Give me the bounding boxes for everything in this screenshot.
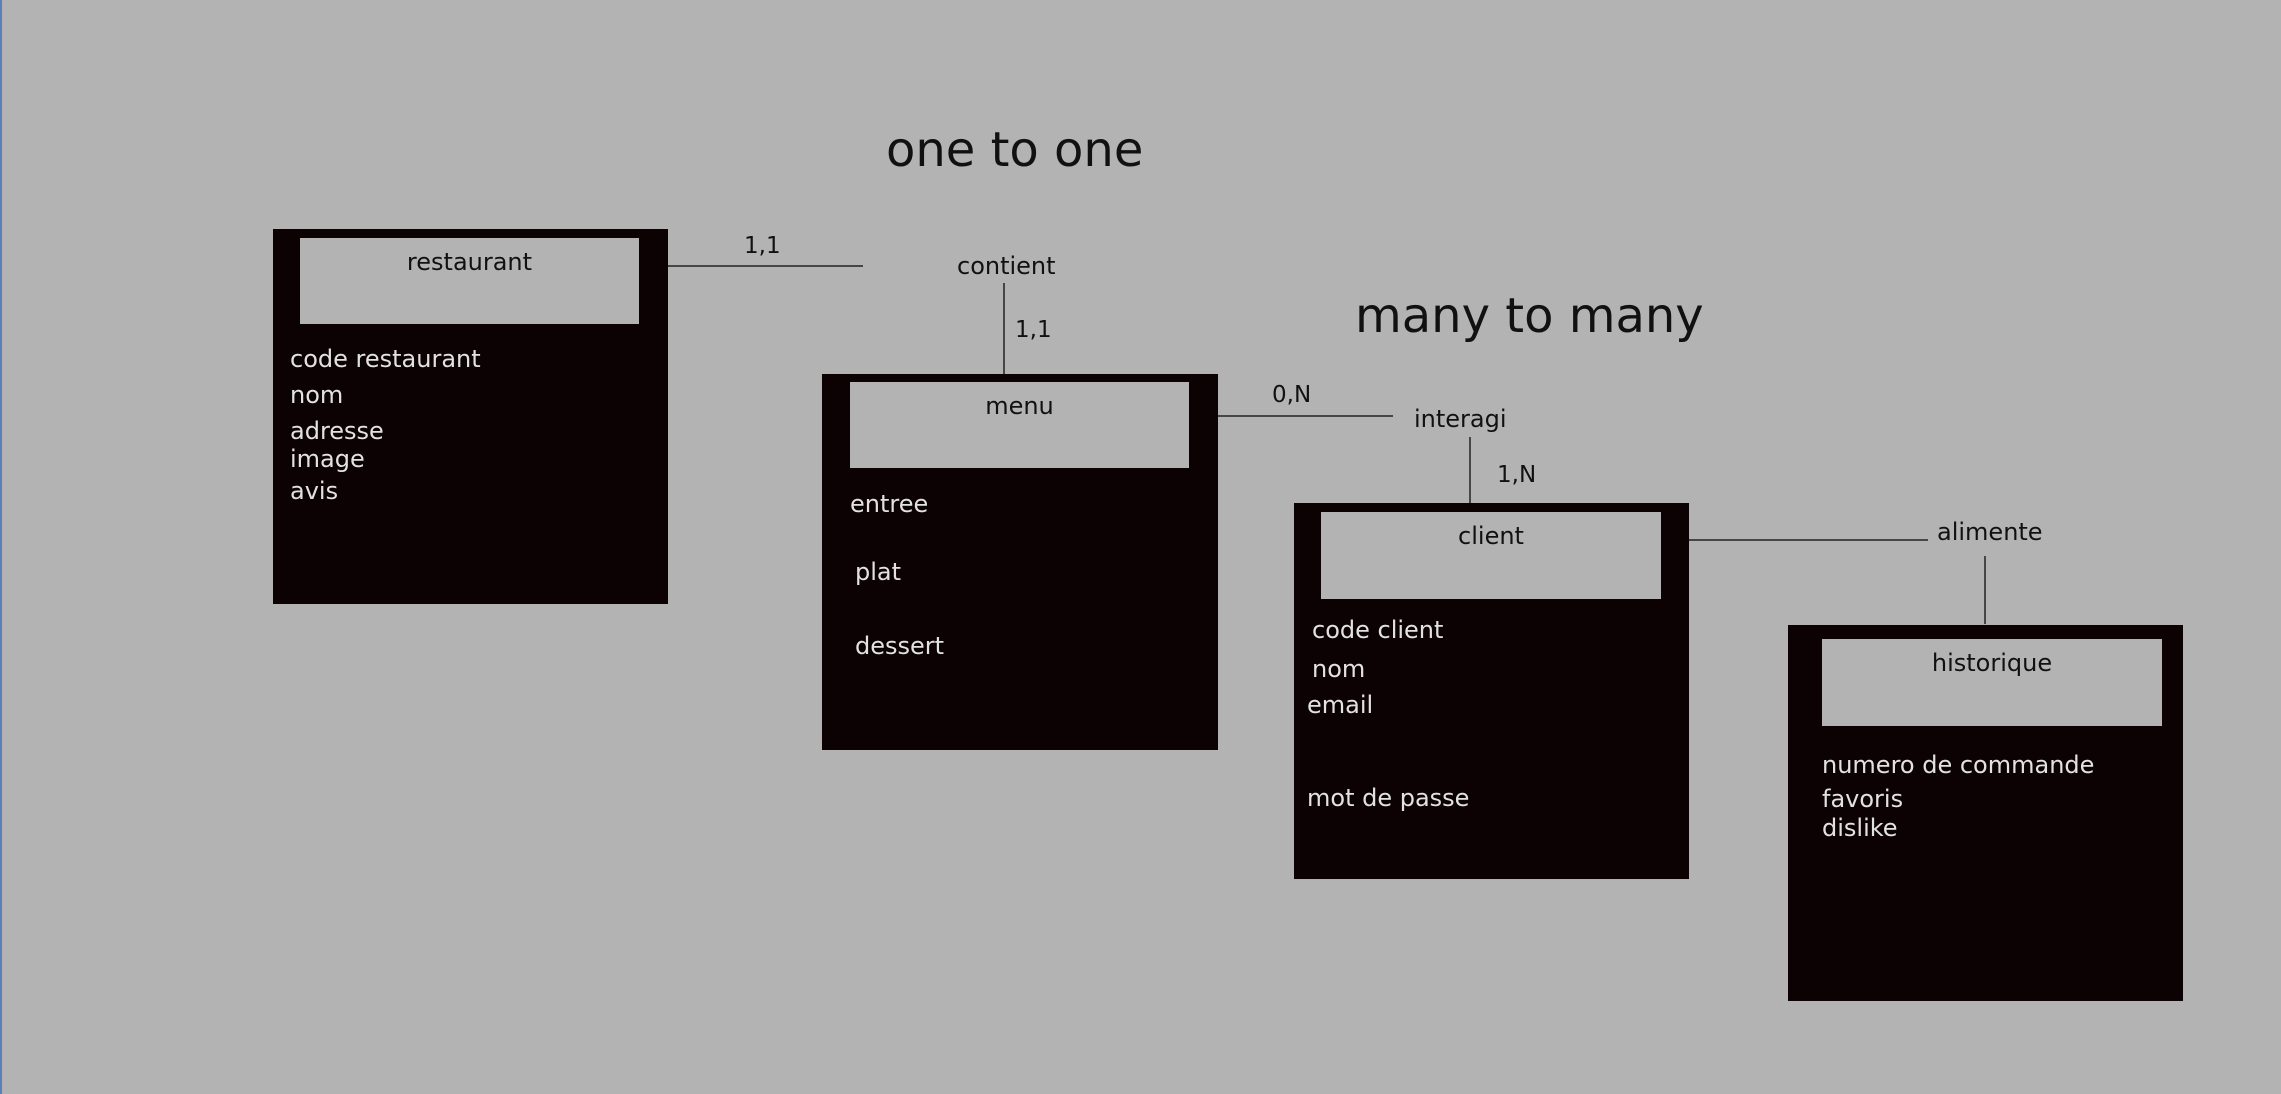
attribute-favoris: favoris — [1822, 785, 1904, 813]
entity-restaurant-header: restaurant — [300, 238, 639, 324]
title-many-to-many: many to many — [1355, 288, 1704, 344]
entity-menu: menu entree plat dessert — [822, 374, 1218, 750]
entity-menu-name: menu — [985, 392, 1054, 420]
relationship-alimente: alimente — [1937, 518, 2043, 546]
entity-client: client code client nom email mot de pass… — [1294, 503, 1689, 879]
entity-historique: historique numero de commande favoris di… — [1788, 625, 2183, 1001]
attribute-mot-de-passe: mot de passe — [1307, 784, 1470, 812]
entity-restaurant: restaurant code restaurant nom adresse i… — [273, 229, 668, 604]
cardinality-client-interagi: 1,N — [1497, 462, 1537, 488]
attribute-entree: entree — [850, 490, 929, 518]
entity-historique-name: historique — [1931, 649, 2053, 677]
attribute-dislike: dislike — [1822, 814, 1898, 842]
cardinality-menu-interagi: 0,N — [1272, 382, 1312, 408]
attribute-image: image — [290, 445, 365, 473]
attribute-plat: plat — [855, 558, 902, 586]
attribute-nom: nom — [290, 381, 344, 409]
attribute-email: email — [1307, 691, 1374, 719]
relationship-contient: contient — [957, 252, 1056, 280]
cardinality-menu-contient: 1,1 — [1015, 317, 1052, 343]
title-one-to-one: one to one — [886, 122, 1144, 178]
cardinality-restaurant-contient: 1,1 — [744, 233, 781, 259]
attribute-client-nom: nom — [1312, 655, 1366, 683]
attribute-avis: avis — [290, 477, 339, 505]
entity-menu-header: menu — [850, 382, 1189, 468]
attribute-dessert: dessert — [855, 632, 945, 660]
entity-restaurant-name: restaurant — [406, 248, 533, 276]
attribute-numero-de-commande: numero de commande — [1822, 751, 2095, 779]
relationship-interagi: interagi — [1414, 405, 1507, 433]
attribute-adresse: adresse — [290, 417, 384, 445]
attribute-code-client: code client — [1312, 616, 1444, 644]
attribute-code-restaurant: code restaurant — [290, 345, 481, 373]
entity-client-header: client — [1321, 512, 1661, 599]
entity-client-name: client — [1458, 522, 1524, 550]
entity-historique-header: historique — [1822, 639, 2162, 726]
